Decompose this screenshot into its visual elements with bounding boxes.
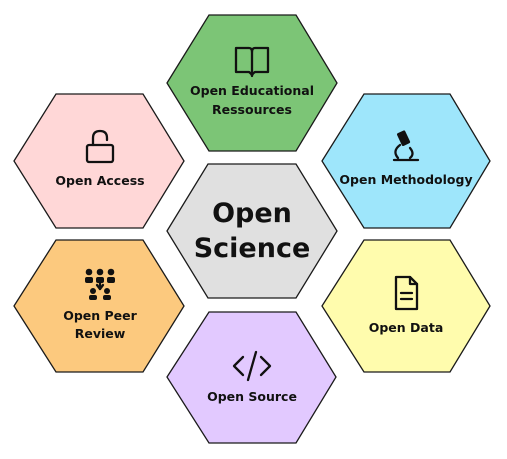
hex-open-data: Open Data [321,239,491,373]
hex-label-line1: Open Educational [190,83,314,98]
hex-open-educational-ressources-shape [166,14,338,152]
hex-label: Open Methodology [339,172,472,187]
hex-open-source: Open Source [166,311,337,444]
people-group-icon [85,268,115,300]
hex-label: Open Access [55,173,144,188]
hex-label: Open Data [369,320,444,335]
hex-open-science-shape [166,163,338,299]
hex-label-line2: Review [75,326,126,341]
hex-label-line1: Open Peer [63,308,137,323]
hex-label: Open Source [207,389,297,404]
hex-open-access: Open Access [13,93,185,229]
hex-open-data-shape [321,239,491,373]
code-icon [232,350,272,382]
hex-open-peer-review: Open Peer Review [13,239,185,373]
open-book-icon [234,46,270,78]
microscope-icon [392,130,420,162]
unlocked-padlock-icon [85,129,115,164]
hex-open-educational-ressources: Open Educational Ressources [166,14,338,152]
hex-open-science: Open Science [166,163,338,299]
hex-open-methodology: Open Methodology [321,93,491,229]
hex-label-line2: Ressources [212,102,292,117]
hex-open-peer-review-shape [13,239,185,373]
hex-open-source-shape [166,311,337,444]
center-title-line2: Science [194,233,311,264]
document-icon [394,275,419,311]
center-title-line1: Open [212,198,292,229]
